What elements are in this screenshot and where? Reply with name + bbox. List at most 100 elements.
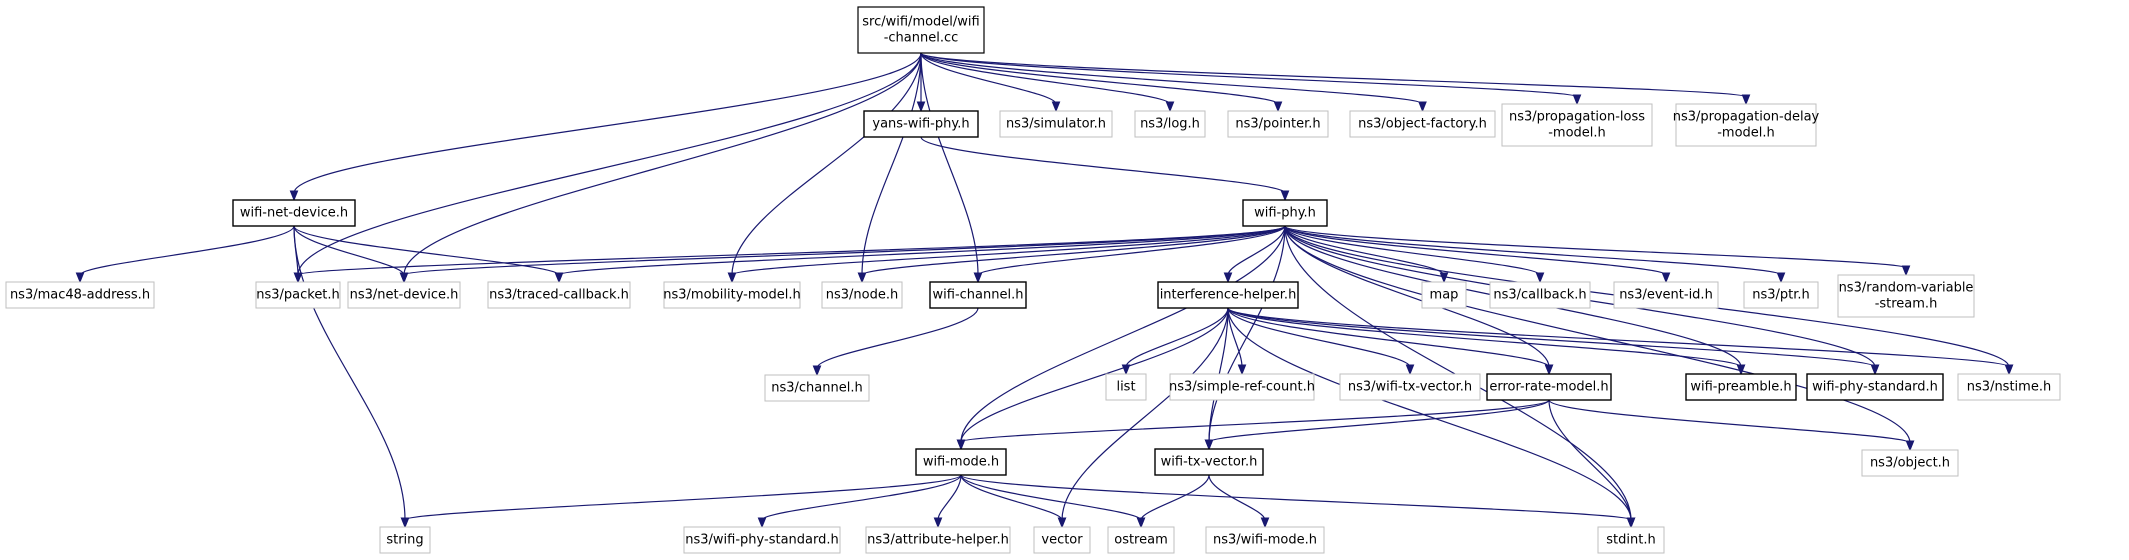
node-ostream: ostream [1107,526,1175,554]
edge-wifiphy-to-wifichannel [973,225,1286,284]
node-label-simulator: ns3/simulator.h [1006,117,1106,132]
node-netdevice[interactable]: wifi-net-device.h [232,199,356,227]
node-mobility: ns3/mobility-model.h [663,281,801,309]
node-node: ns3/node.h [821,281,903,309]
node-box-ns3txvec [1339,373,1481,401]
edge-wifimode-to-attrhelper [933,474,962,529]
edges-layer [75,52,2014,529]
node-box-propdelay [1675,103,1817,147]
node-list: list [1105,373,1147,401]
node-label-root-line1: src/wifi/model/wifi [862,15,979,30]
node-box-mac48 [5,281,155,309]
edge-interf-to-list [1121,307,1229,376]
edge-root-to-ns3netdev [399,52,922,284]
node-wifiphy[interactable]: wifi-phy.h [1242,199,1328,227]
node-wifimode[interactable]: wifi-mode.h [915,448,1007,476]
node-box-pointer [1227,110,1329,138]
node-interf[interactable]: interference-helper.h [1157,281,1299,309]
edge-root-to-simulator [920,52,1061,113]
node-mac48: ns3/mac48-address.h [5,281,155,309]
node-label-callback: ns3/callback.h [1493,288,1586,303]
node-eventid: ns3/event-id.h [1613,281,1719,309]
node-errrate[interactable]: error-rate-model.h [1486,373,1612,401]
edge-txvector-to-ns3wifimode [1208,474,1270,529]
edge-wifiphy-to-node [857,225,1286,284]
node-box-root [857,6,985,54]
node-label-ostream: ostream [1114,533,1168,548]
node-txvector[interactable]: wifi-tx-vector.h [1154,448,1264,476]
edge-wifimode-to-vector [960,474,1067,529]
node-label-ns3phystd: ns3/wifi-phy-standard.h [685,533,838,548]
node-label-string: string [386,533,423,548]
edge-errrate-to-stdint [1548,399,1636,529]
node-box-ns3wifimode [1205,526,1325,554]
node-label-mac48: ns3/mac48-address.h [10,288,150,303]
node-box-mobility [663,281,801,309]
node-box-interf [1157,281,1299,309]
node-ns3txvec: ns3/wifi-tx-vector.h [1339,373,1481,401]
node-label-ns3netdev: ns3/net-device.h [350,288,459,303]
node-box-string [379,526,431,554]
node-box-object [1861,449,1959,477]
node-label-propdelay-line1: ns3/propagation-delay [1673,110,1820,125]
node-traced: ns3/traced-callback.h [487,281,631,309]
node-label-wifimode: wifi-mode.h [923,455,999,470]
node-box-netdevice [232,199,356,227]
edge-root-to-objfactory [920,52,1427,113]
node-label-map: map [1430,288,1459,303]
edge-netdevice-to-traced [293,225,564,284]
edge-interf-to-stdint [1227,307,1636,529]
node-label-mobility: ns3/mobility-model.h [663,288,800,303]
edge-wifiphy-to-wifimode [956,225,1286,451]
node-box-ptr [1743,281,1819,309]
node-preamble[interactable]: wifi-preamble.h [1685,373,1797,401]
node-label-objfactory: ns3/object-factory.h [1358,117,1487,132]
edge-interf-to-preamble [1227,307,1746,376]
node-label-root-line2: -channel.cc [884,31,959,46]
edge-wifiphy-to-ptr [1284,225,1786,284]
node-packet: ns3/packet.h [255,281,341,309]
node-ptr: ns3/ptr.h [1743,281,1819,309]
node-box-nstime [1957,373,2061,401]
node-box-simpleref [1169,373,1315,401]
edge-wifichannel-to-channel [812,307,979,377]
edge-txvector-to-ostream [1136,474,1210,529]
node-box-objfactory [1349,110,1496,138]
node-randvar: ns3/random-variable-stream.h [1837,274,1975,318]
node-wifichannel[interactable]: wifi-channel.h [929,281,1027,309]
node-box-vector [1033,526,1091,554]
node-box-stdint [1597,526,1665,554]
edge-interf-to-nstime [1227,307,2014,376]
node-phystd[interactable]: wifi-phy-standard.h [1806,373,1944,401]
node-label-yansphy: yans-wifi-phy.h [872,117,969,132]
node-box-ns3netdev [347,281,461,309]
node-box-errrate [1486,373,1612,401]
node-box-eventid [1613,281,1719,309]
node-attrhelper: ns3/attribute-helper.h [865,526,1011,554]
edge-wifiphy-to-traced [554,225,1286,284]
node-label-ns3wifimode: ns3/wifi-mode.h [1213,533,1317,548]
node-label-phystd: wifi-phy-standard.h [1812,380,1938,395]
edge-wifiphy-to-randvar [1284,225,1911,277]
edge-root-to-log [920,52,1175,113]
edge-interf-to-ns3txvec [1227,307,1415,376]
node-box-randvar [1837,274,1975,318]
node-box-traced [487,281,631,309]
edge-interf-to-phystd [1227,307,1880,376]
node-label-pointer: ns3/pointer.h [1235,117,1320,132]
node-label-ptr: ns3/ptr.h [1752,288,1810,303]
node-channel: ns3/channel.h [764,374,870,402]
node-label-channel: ns3/channel.h [771,381,862,396]
node-label-propdelay-line2: -model.h [1717,126,1775,141]
node-label-netdevice: wifi-net-device.h [240,206,348,221]
edge-wifiphy-to-packet [293,225,1286,284]
node-root[interactable]: src/wifi/model/wifi-channel.cc [857,6,985,54]
node-box-ostream [1107,526,1175,554]
node-box-channel [764,374,870,402]
node-box-preamble [1685,373,1797,401]
edge-root-to-netdevice [289,52,922,202]
edge-wifiphy-to-callback [1284,225,1545,284]
edge-wifiphy-to-eventid [1284,225,1671,284]
edge-interf-to-errrate [1227,307,1554,376]
node-yansphy[interactable]: yans-wifi-phy.h [863,110,979,138]
